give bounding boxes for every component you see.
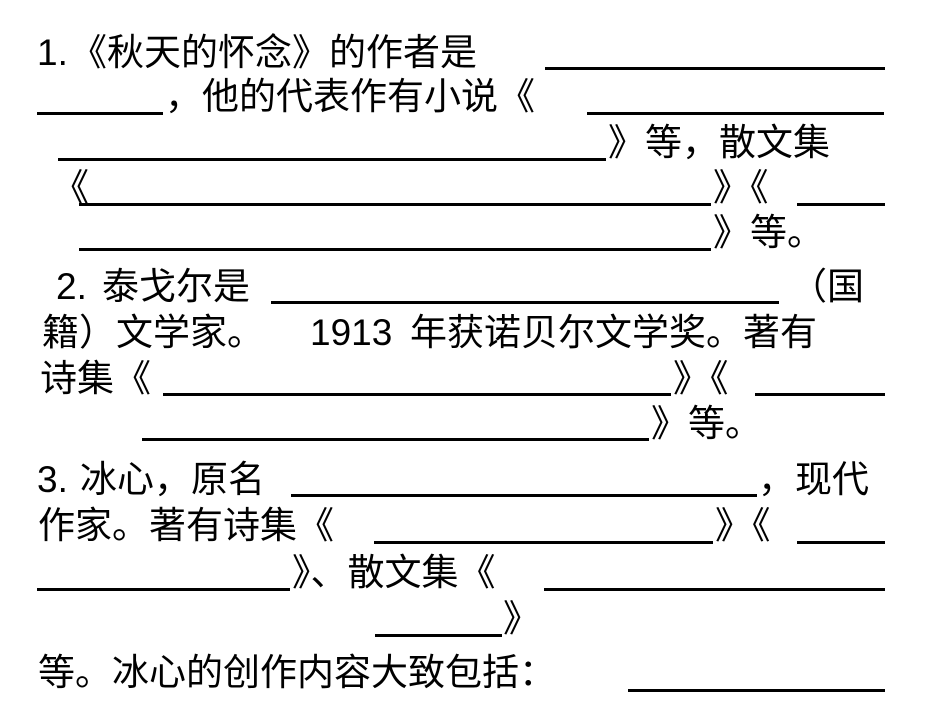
q3-original-name-blank[interactable] bbox=[291, 494, 757, 497]
q1-essay-blank-2-cont[interactable] bbox=[79, 248, 711, 251]
q2-text: 》《 bbox=[673, 357, 729, 400]
q2-text: 诗集《 bbox=[40, 357, 151, 400]
q2-text: 籍）文学家。 bbox=[42, 311, 264, 354]
q3-text: 》 bbox=[503, 597, 540, 640]
q1-novel-blank-cont[interactable] bbox=[58, 158, 606, 161]
q1-number: 1. bbox=[37, 32, 68, 73]
q1-text: 》《 bbox=[713, 166, 769, 209]
q1-text: 》等，散文集 bbox=[608, 121, 830, 164]
q2-poetry-blank-2[interactable] bbox=[755, 393, 885, 396]
q2-text: 》等。 bbox=[651, 402, 762, 445]
q3-content-blank[interactable] bbox=[628, 689, 885, 692]
q3-poetry-blank-2[interactable] bbox=[797, 541, 885, 544]
q2-poetry-blank-2-cont[interactable] bbox=[142, 438, 649, 441]
q1-text: 《 bbox=[52, 166, 89, 209]
q3-number: 3. bbox=[37, 459, 68, 500]
q3-poetry-blank-1[interactable] bbox=[374, 541, 713, 544]
q2-text: 泰戈尔是 bbox=[102, 265, 250, 308]
q2-poetry-blank-1[interactable] bbox=[163, 393, 671, 396]
q1-essay-blank-1[interactable] bbox=[79, 203, 711, 206]
q3-text: 作家。著有诗集《 bbox=[38, 504, 334, 547]
q3-text: 》、散文集《 bbox=[292, 551, 496, 594]
q1-essay-blank-2[interactable] bbox=[797, 203, 885, 206]
q1-text: ，他的代表作有小说《 bbox=[165, 75, 535, 118]
q2-year: 1913 bbox=[310, 312, 393, 353]
q1-text: 》等。 bbox=[713, 211, 824, 254]
q2-nationality-blank[interactable] bbox=[271, 301, 779, 304]
q1-author-blank-cont[interactable] bbox=[37, 112, 163, 115]
q3-text: 冰心，原名 bbox=[80, 458, 265, 501]
q1-text: 《秋天的怀念》的作者是 bbox=[70, 31, 477, 74]
q2-number: 2. bbox=[56, 266, 87, 307]
q1-author-blank[interactable] bbox=[545, 67, 885, 70]
q3-text: ，现代 bbox=[758, 458, 869, 501]
q2-text: （国 bbox=[790, 265, 864, 308]
q3-essay-blank[interactable] bbox=[544, 588, 885, 591]
q2-text: 年获诺贝尔文学奖。著有 bbox=[410, 311, 817, 354]
q1-novel-blank[interactable] bbox=[587, 112, 884, 115]
q3-text: 》《 bbox=[715, 504, 771, 547]
q3-text: 等。冰心的创作内容大致包括： bbox=[38, 651, 556, 694]
q3-essay-blank-cont[interactable] bbox=[375, 634, 502, 637]
q3-poetry-blank-2-cont[interactable] bbox=[37, 588, 290, 591]
